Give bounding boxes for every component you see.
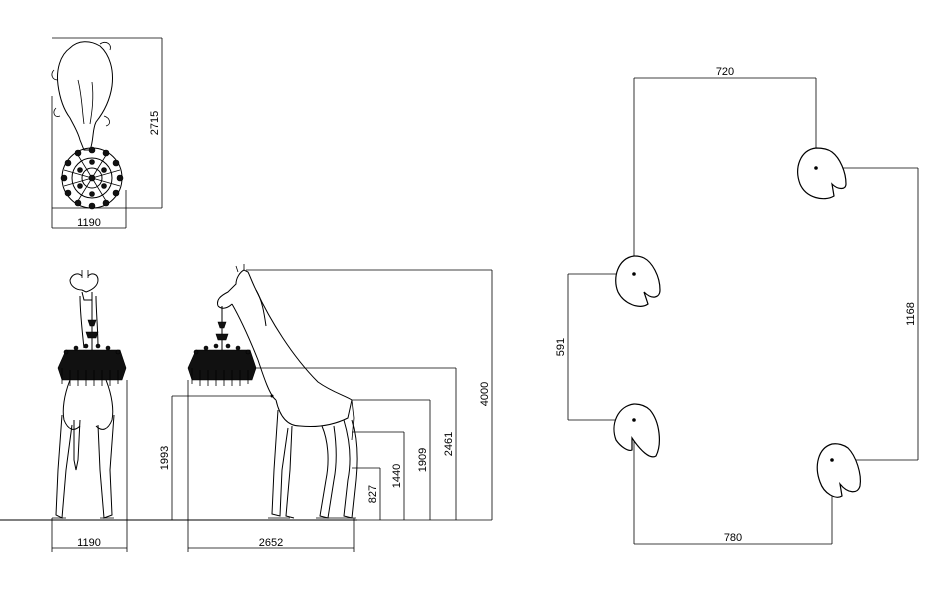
side-height-1440: 1440 <box>391 464 403 488</box>
hole-bottom-width-label: 780 <box>724 532 742 544</box>
plan-giraffe-body <box>51 41 113 151</box>
front-view: 1190 <box>51 270 128 552</box>
hole-layout: 720 780 591 1168 <box>555 66 919 545</box>
side-height-1993: 1993 <box>159 446 171 470</box>
hole-right-height-label: 1168 <box>905 302 917 326</box>
hole-top-width-label: 720 <box>716 66 734 78</box>
side-chandelier <box>187 306 257 386</box>
side-view: 1993 827 1440 1909 2461 4000 2652 <box>159 264 493 552</box>
hoof-print-bottom-right <box>816 443 861 498</box>
hoof-print-lower-left <box>613 403 660 458</box>
front-width-label: 1190 <box>77 537 101 549</box>
side-height-1909: 1909 <box>417 448 429 472</box>
plan-height-label: 2715 <box>149 111 161 135</box>
plan-width-label: 1190 <box>77 217 101 229</box>
side-giraffe <box>217 264 358 519</box>
front-giraffe <box>52 270 115 519</box>
side-height-4000: 4000 <box>479 382 491 406</box>
plan-chandelier <box>60 146 124 210</box>
hole-left-height-label: 591 <box>555 338 567 356</box>
plan-view: 2715 1190 <box>51 37 163 229</box>
side-height-2461: 2461 <box>443 432 455 456</box>
side-width-label: 2652 <box>259 537 283 549</box>
side-height-827: 827 <box>367 485 379 503</box>
front-chandelier <box>57 300 127 386</box>
hoof-print-upper-left <box>615 255 661 307</box>
hoof-print-top-right <box>797 147 847 200</box>
